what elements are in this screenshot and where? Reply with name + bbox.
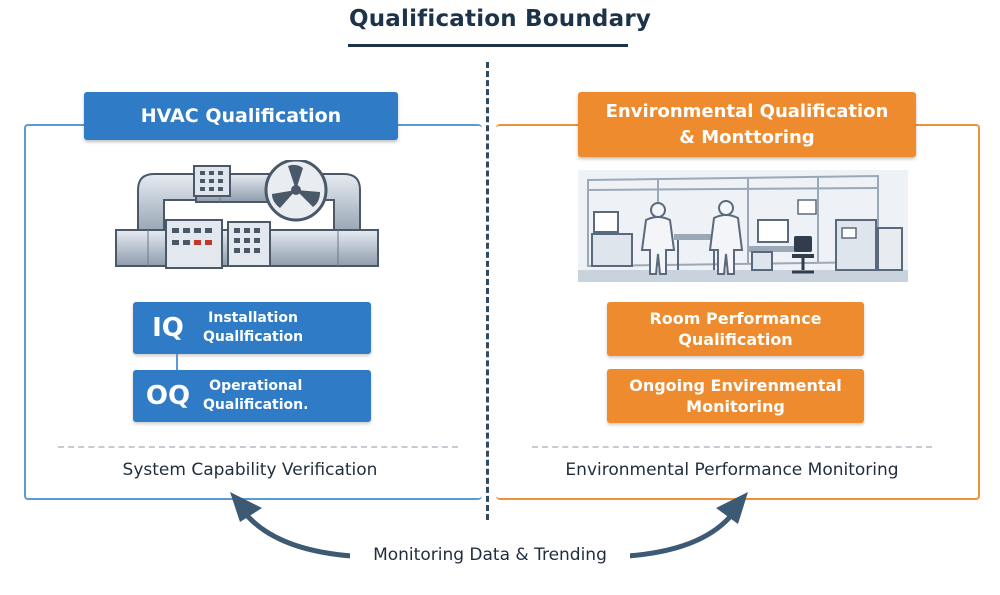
env-header-line2: & Monttoring [679, 126, 815, 148]
system-capability-footer: System Capability Verification [122, 460, 378, 480]
rpq-label-line2: Qualification [678, 330, 793, 349]
oem-label: Ongoing Envirenmental Monitoring [629, 375, 842, 417]
monitoring-data-trending-label: Monitoring Data & Trending [350, 545, 630, 565]
right-footer-separator [532, 446, 932, 448]
rpq-label: Room Performance Qualification [649, 308, 821, 350]
iq-label-line2: Quallfication [203, 329, 304, 345]
ongoing-monitoring-step: Ongoing Envirenmental Monitoring [607, 369, 864, 423]
environmental-monitoring-footer: Environmental Performance Monitoring [565, 460, 899, 480]
iq-label-line1: Installation [208, 310, 298, 326]
env-header-line1: Environmental Qualification [605, 100, 889, 122]
boundary-divider [486, 62, 489, 520]
oq-abbr: OQ [145, 381, 191, 411]
iq-label: Installation Quallfication [203, 309, 303, 347]
environmental-qualification-header: Environmental Qualification & Monttoring [578, 92, 916, 157]
diagram-title: Qualification Boundary [348, 6, 652, 32]
oem-label-line1: Ongoing Envirenmental [629, 376, 842, 395]
rpq-label-line1: Room Performance [649, 309, 822, 328]
cleanroom-lab-icon [578, 170, 908, 282]
oq-step: OQ Operational Qualification. [133, 370, 371, 422]
oq-label: Operational Qualification. [203, 377, 308, 415]
iq-abbr: IQ [152, 313, 184, 343]
oem-label-line2: Monitoring [686, 397, 785, 416]
left-footer-separator [58, 446, 458, 448]
iq-oq-connector [176, 354, 178, 370]
title-underline [348, 44, 628, 47]
hvac-ductwork-fan-icon [115, 160, 379, 269]
hvac-qualification-header: HVAC Qualification [84, 92, 398, 140]
oq-label-line1: Operational [209, 378, 303, 394]
room-performance-step: Room Performance Qualification [607, 302, 864, 356]
iq-step: IQ Installation Quallfication [133, 302, 371, 354]
oq-label-line2: Qualification. [203, 397, 309, 413]
